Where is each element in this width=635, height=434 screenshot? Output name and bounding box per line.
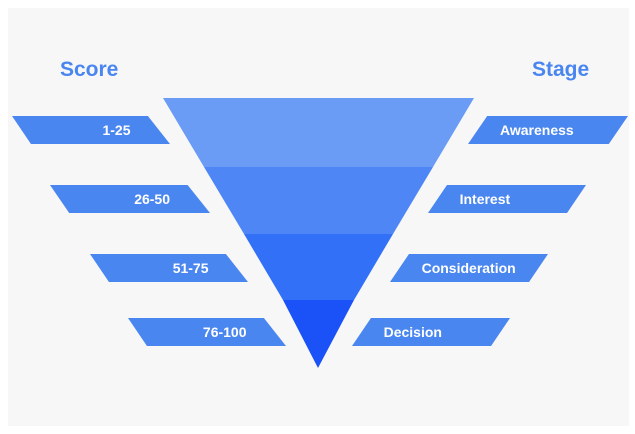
stage-label: Decision xyxy=(383,324,442,340)
funnel-level-consideration xyxy=(244,234,393,300)
funnel-level-decision xyxy=(283,300,354,368)
stage-shape xyxy=(352,318,510,346)
stage-decision: Decision xyxy=(352,318,510,346)
score-heading: Score xyxy=(60,58,119,81)
diagram-canvas: Score Stage 1-25 26-50 51-75 76-100 Awar… xyxy=(8,8,629,426)
score-band-shape xyxy=(128,318,286,346)
score-band-label: 1-25 xyxy=(102,122,131,138)
score-band-shape xyxy=(12,116,170,144)
stage-shape xyxy=(390,254,548,282)
funnel-graphic xyxy=(163,98,474,368)
score-band-4: 76-100 xyxy=(128,318,286,346)
stage-label: Awareness xyxy=(500,122,574,138)
stage-interest: Interest xyxy=(428,185,586,213)
score-band-label: 76-100 xyxy=(202,324,247,340)
score-band-label: 26-50 xyxy=(134,191,170,207)
stage-heading: Stage xyxy=(532,58,590,81)
stage-awareness: Awareness xyxy=(468,116,628,144)
score-band-1: 1-25 xyxy=(12,116,170,144)
stage-consideration: Consideration xyxy=(390,254,548,282)
stage-shape xyxy=(468,116,628,144)
score-band-3: 51-75 xyxy=(90,254,248,282)
stage-label: Interest xyxy=(459,191,511,207)
score-band-shape xyxy=(90,254,248,282)
score-band-2: 26-50 xyxy=(50,185,210,213)
score-band-shape xyxy=(50,185,210,213)
funnel-level-awareness xyxy=(163,98,474,167)
stage-label: Consideration xyxy=(421,260,516,276)
score-band-label: 51-75 xyxy=(172,260,209,276)
stage-shape xyxy=(428,185,586,213)
funnel-level-interest xyxy=(204,167,433,234)
